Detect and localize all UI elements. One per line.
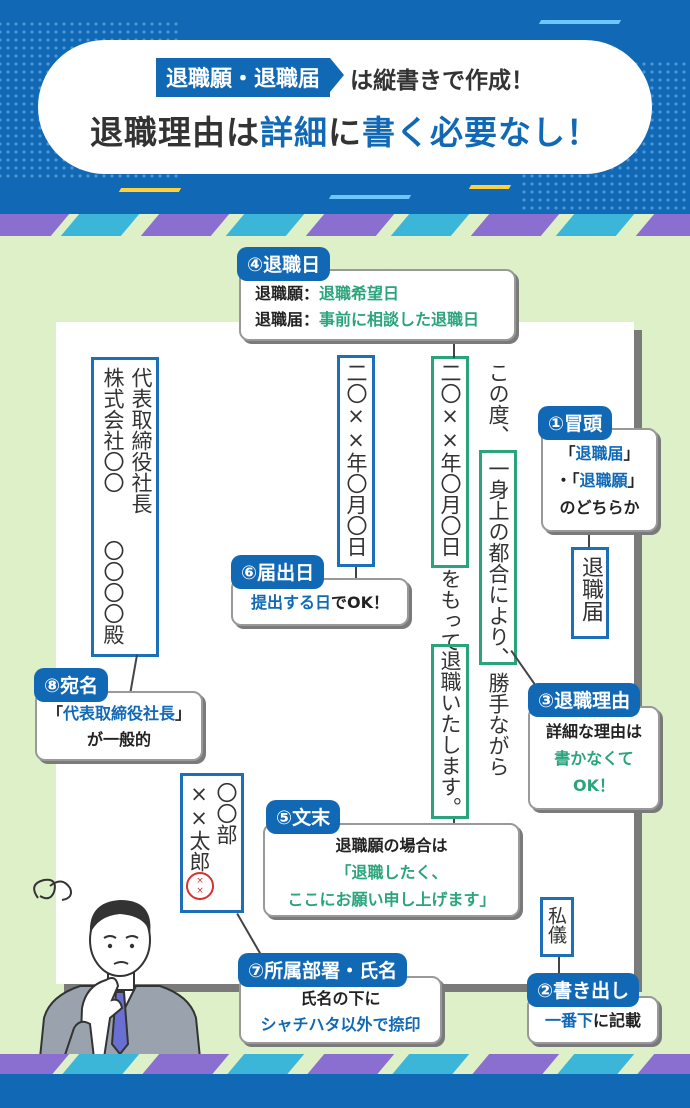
worried-businessman-illustration <box>33 878 202 1058</box>
callout-highlight: 退職願 <box>579 471 628 490</box>
seal-stamp: ×× <box>186 872 214 900</box>
leave-date: 二〇××年〇月〇日 <box>438 362 462 557</box>
callout-opening: 「退職届」 ・「退職願」 のどちらか <box>541 428 658 532</box>
closing-text: 退職いたします。 <box>438 650 462 818</box>
person-name: ××太郎 <box>187 782 211 872</box>
callout-highlight: OK！ <box>572 776 615 795</box>
callout-highlight: 退職希望日 <box>319 284 400 303</box>
callout-highlight: 書かなくて <box>554 749 634 768</box>
title-part: 退職理由は <box>90 113 260 152</box>
submit-date-box <box>337 355 375 567</box>
department: 〇〇部 <box>214 782 238 845</box>
title-tag: 退職願・退職届 <box>155 58 345 97</box>
callout-text: 詳細な理由は <box>545 722 642 741</box>
name-box <box>180 773 244 913</box>
accent-stripe <box>118 188 182 192</box>
letter-title: 退職届 <box>578 556 603 622</box>
label-retire-date: ④退職日 <box>237 247 331 281</box>
callout-text: 氏名の下に <box>300 989 381 1008</box>
callout-highlight: 「退職したく、 <box>335 863 448 882</box>
callout-reason: 詳細な理由は 書かなくて OK！ <box>528 706 660 810</box>
callout-text: 」 <box>627 471 644 490</box>
callout-text: 「 <box>46 704 63 723</box>
stripe-band-bottom <box>0 1054 690 1074</box>
pointer-line <box>453 338 455 358</box>
letter-title-box <box>571 547 609 639</box>
label-submit-date: ⑥届出日 <box>231 555 325 589</box>
label-opening: ①冒頭 <box>538 406 613 440</box>
accent-stripe <box>328 195 412 199</box>
callout-text: でOK！ <box>331 593 390 612</box>
callout-text: 退職願の場合は <box>335 836 448 855</box>
callout-text: 「 <box>559 444 576 463</box>
submit-date: 二〇××年〇月〇日 <box>344 362 368 557</box>
label-name: ⑦所属部署・氏名 <box>238 953 408 987</box>
callout-highlight: 退職届 <box>575 444 624 463</box>
title-line-1: 退職願・退職届 は縦書きで作成！ <box>38 58 652 97</box>
closing-box <box>431 644 469 819</box>
callout-text: のどちらか <box>559 498 640 517</box>
accent-stripe <box>468 185 512 189</box>
title-highlight: 書く必要なし！ <box>362 113 600 152</box>
callout-text: 退職願： <box>255 284 320 303</box>
callout-highlight: 事前に相談した退職日 <box>319 310 480 329</box>
callout-text: 退職届： <box>255 310 320 329</box>
accent-stripe <box>538 20 622 24</box>
stripe-band-top <box>0 214 690 236</box>
self-box <box>540 897 574 957</box>
title-line-1-text: は縦書きで作成！ <box>350 67 534 94</box>
president-name: 〇〇〇〇殿 <box>101 540 125 645</box>
label-self: ②書き出し <box>527 973 640 1007</box>
label-closing: ⑤文末 <box>266 800 341 834</box>
reason-text: 一身上の都合により、 <box>486 458 510 668</box>
callout-text: が一般的 <box>86 730 151 749</box>
reason-tail: 勝手ながら <box>486 672 510 777</box>
callout-highlight: 一番下 <box>544 1011 593 1030</box>
header-banner: 退職願・退職届 は縦書きで作成！ 退職理由は詳細に書く必要なし！ <box>0 0 690 228</box>
label-addressee: ⑧宛名 <box>34 668 109 702</box>
callout-highlight: 代表取締役社長 <box>62 704 175 723</box>
callout-text: 」 <box>623 444 640 463</box>
callout-text: に記載 <box>593 1011 642 1030</box>
opening-text: この度、 <box>486 362 510 446</box>
callout-closing: 退職願の場合は 「退職したく、 ここにお願い申し上げます」 <box>263 823 520 917</box>
callout-retire-date: 退職願：退職希望日 退職届：事前に相談した退職日 <box>239 269 516 341</box>
addressee-box <box>91 357 159 657</box>
callout-name: 氏名の下に シャチハタ以外で捺印 <box>239 976 442 1044</box>
leave-date-box <box>431 356 469 568</box>
phrase-motte: をもって <box>438 568 462 652</box>
reason-box <box>479 450 517 665</box>
callout-text: 」 <box>175 704 192 723</box>
self-text: 私儀 <box>545 906 567 944</box>
company-name: 株式会社〇〇 <box>101 367 125 493</box>
callout-highlight: 提出する日 <box>250 593 331 612</box>
title-part: に <box>328 113 362 152</box>
title-highlight: 詳細 <box>260 113 328 152</box>
callout-highlight: シャチハタ以外で捺印 <box>260 1015 421 1034</box>
president-title: 代表取締役社長 <box>129 367 153 514</box>
title-line-2: 退職理由は詳細に書く必要なし！ <box>38 106 652 154</box>
callout-text: ・「 <box>555 471 580 490</box>
seal-text: ×× <box>195 876 205 896</box>
callout-highlight: ここにお願い申し上げます」 <box>287 890 496 909</box>
label-reason: ③退職理由 <box>528 683 641 717</box>
title-panel: 退職願・退職届 は縦書きで作成！ 退職理由は詳細に書く必要なし！ <box>38 40 652 174</box>
callout-addressee: 「代表取締役社長」 が一般的 <box>35 691 203 761</box>
pointer-line <box>588 530 590 547</box>
